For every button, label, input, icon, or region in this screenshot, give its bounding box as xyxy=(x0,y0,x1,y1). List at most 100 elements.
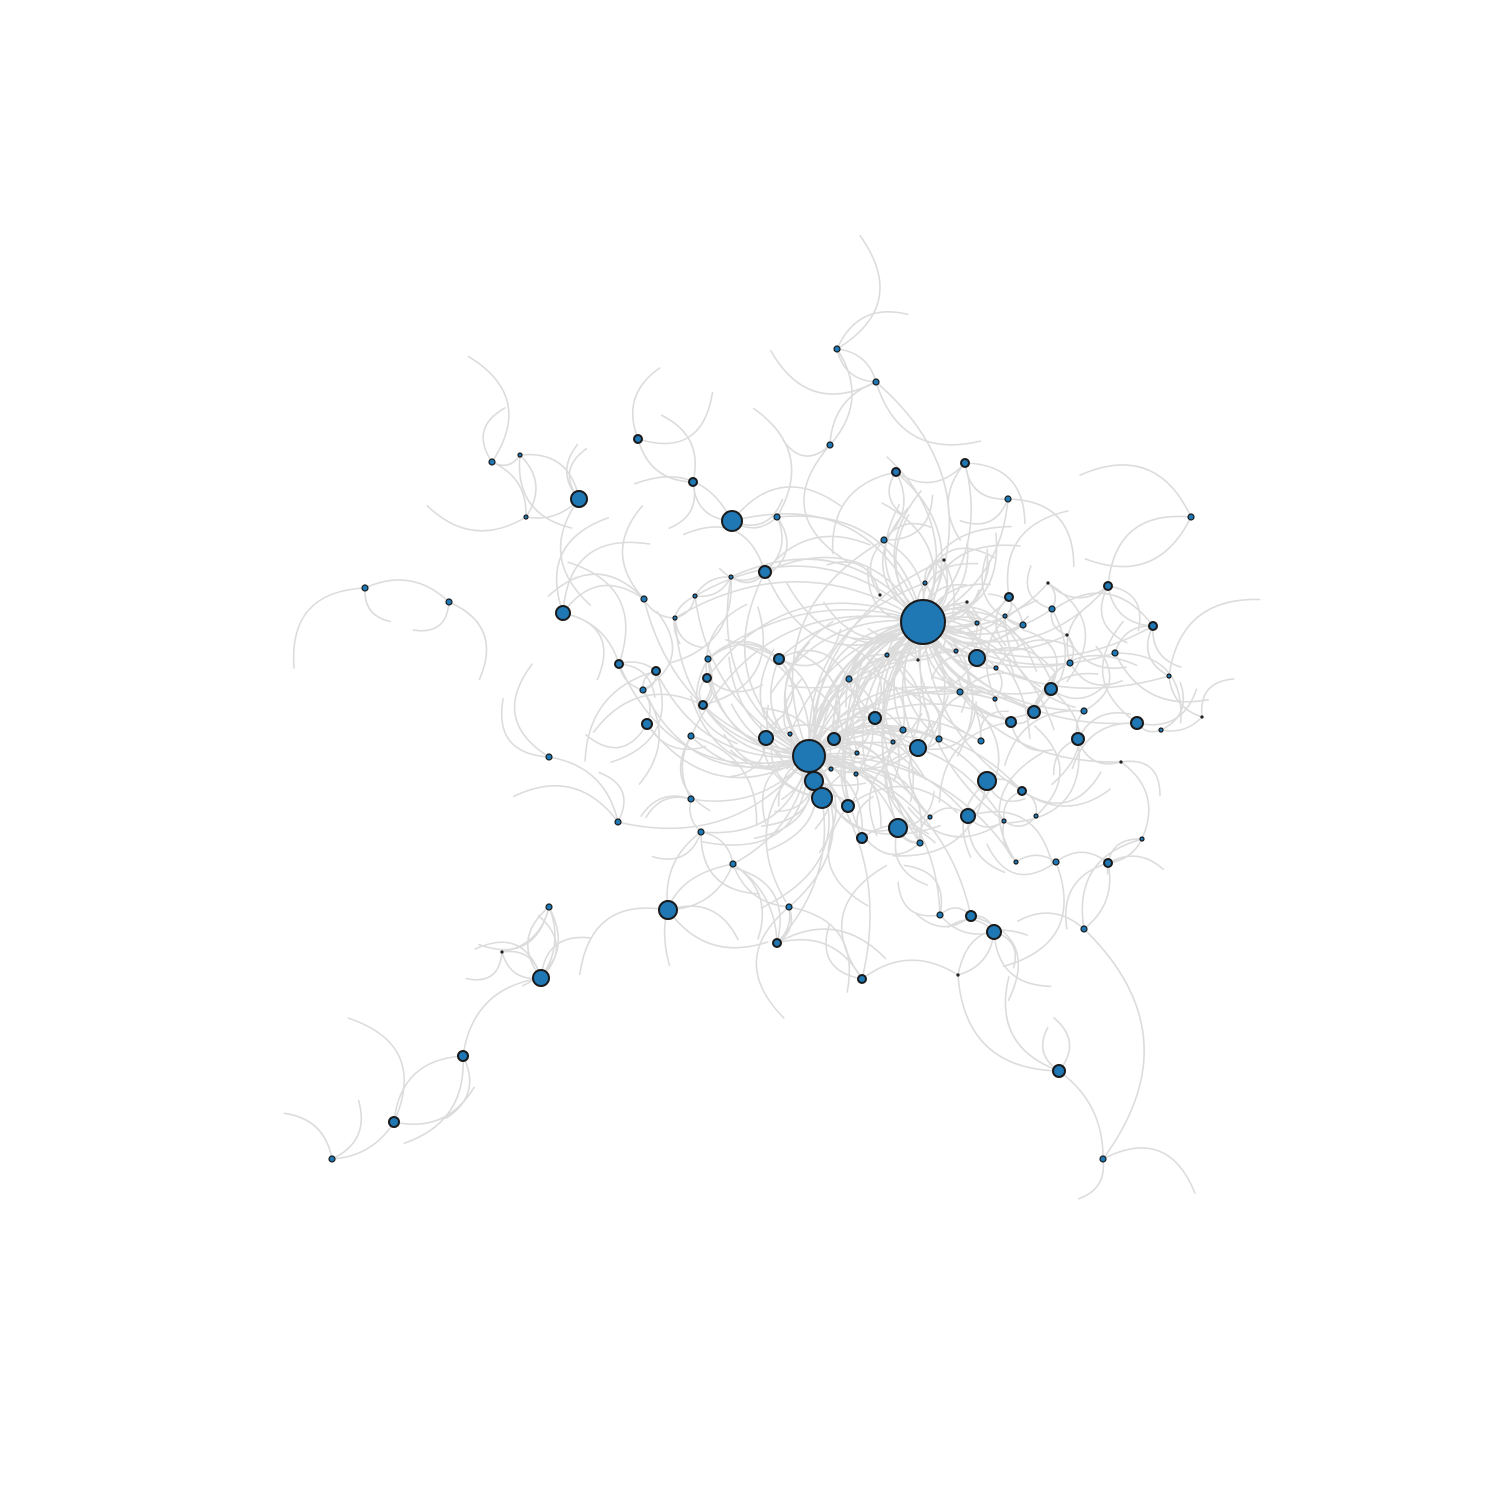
edge xyxy=(1021,771,1102,804)
network-node xyxy=(614,659,624,669)
edge xyxy=(1053,1017,1071,1072)
edge xyxy=(829,348,853,446)
edge xyxy=(501,698,550,758)
edge xyxy=(998,752,1043,863)
network-node xyxy=(1099,1155,1107,1163)
edge xyxy=(840,864,888,980)
network-node xyxy=(1048,605,1056,613)
edge xyxy=(808,695,949,770)
edge xyxy=(690,615,924,737)
edges-layer xyxy=(283,234,1261,1200)
edge xyxy=(776,515,924,623)
edge xyxy=(765,516,788,577)
network-node xyxy=(787,731,793,737)
edge xyxy=(1120,760,1161,797)
edge xyxy=(1083,645,1111,712)
edge xyxy=(667,909,769,949)
edge xyxy=(638,689,660,785)
network-node xyxy=(811,787,833,809)
network-node xyxy=(977,771,997,791)
edge xyxy=(1002,861,1065,968)
edge xyxy=(690,735,758,826)
edge xyxy=(1052,592,1154,627)
edge xyxy=(519,453,580,500)
edge xyxy=(861,959,959,980)
hub-node-secondary xyxy=(792,739,826,773)
edge xyxy=(667,863,734,911)
edge xyxy=(700,831,734,865)
network-node xyxy=(857,974,867,984)
network-node xyxy=(974,620,980,626)
edge xyxy=(892,780,988,857)
edge xyxy=(1120,761,1150,840)
edge xyxy=(903,864,943,916)
edge xyxy=(895,462,966,484)
edge xyxy=(1079,464,1192,518)
edge xyxy=(776,928,887,960)
edge xyxy=(1003,709,1085,766)
network-node xyxy=(880,536,888,544)
edge xyxy=(725,639,811,757)
edge xyxy=(881,621,924,829)
edge xyxy=(1006,510,1069,598)
network-node xyxy=(328,1155,336,1163)
edge xyxy=(331,1099,363,1160)
network-node xyxy=(1080,925,1088,933)
network-node xyxy=(993,665,999,671)
edge xyxy=(904,692,942,740)
edge xyxy=(856,646,957,700)
edge xyxy=(1081,838,1143,930)
edge xyxy=(726,576,810,757)
edge xyxy=(938,721,1012,803)
network-node xyxy=(956,688,964,696)
edge xyxy=(803,444,848,563)
edge xyxy=(679,735,711,812)
network-node xyxy=(570,490,588,508)
network-node xyxy=(614,818,622,826)
edge xyxy=(957,929,1029,976)
edge xyxy=(645,796,692,819)
edge xyxy=(555,517,610,614)
edge xyxy=(637,391,714,445)
edge xyxy=(393,1055,464,1123)
edge xyxy=(519,454,537,518)
edge xyxy=(668,576,733,664)
edge xyxy=(763,568,924,646)
network-node xyxy=(532,969,550,987)
edge xyxy=(1010,721,1054,752)
edge xyxy=(1015,854,1057,863)
edge xyxy=(700,831,760,895)
network-node xyxy=(1013,859,1019,865)
edge xyxy=(840,642,883,719)
edge xyxy=(674,617,704,649)
network-node xyxy=(1103,581,1113,591)
edge xyxy=(778,649,850,680)
edge xyxy=(976,646,1057,674)
network-node xyxy=(960,458,970,468)
network-node xyxy=(488,458,496,466)
edge xyxy=(579,907,669,976)
network-node xyxy=(1004,495,1012,503)
edge xyxy=(924,559,945,584)
network-node xyxy=(545,753,553,761)
edge xyxy=(403,1055,464,1144)
edge xyxy=(765,755,810,903)
network-node xyxy=(1004,592,1014,602)
edge xyxy=(922,621,1122,763)
network-node xyxy=(868,711,882,725)
edge xyxy=(1107,585,1154,627)
network-node xyxy=(891,467,901,477)
network-node xyxy=(927,814,933,820)
network-node xyxy=(728,574,734,580)
edge xyxy=(646,723,707,751)
edge xyxy=(674,595,696,619)
edge xyxy=(682,526,766,573)
network-node xyxy=(1080,707,1088,715)
edge xyxy=(788,906,851,993)
edge xyxy=(1136,688,1198,726)
edge xyxy=(462,977,542,1057)
edge xyxy=(1114,652,1182,724)
edge xyxy=(752,407,793,518)
edge xyxy=(917,701,977,751)
